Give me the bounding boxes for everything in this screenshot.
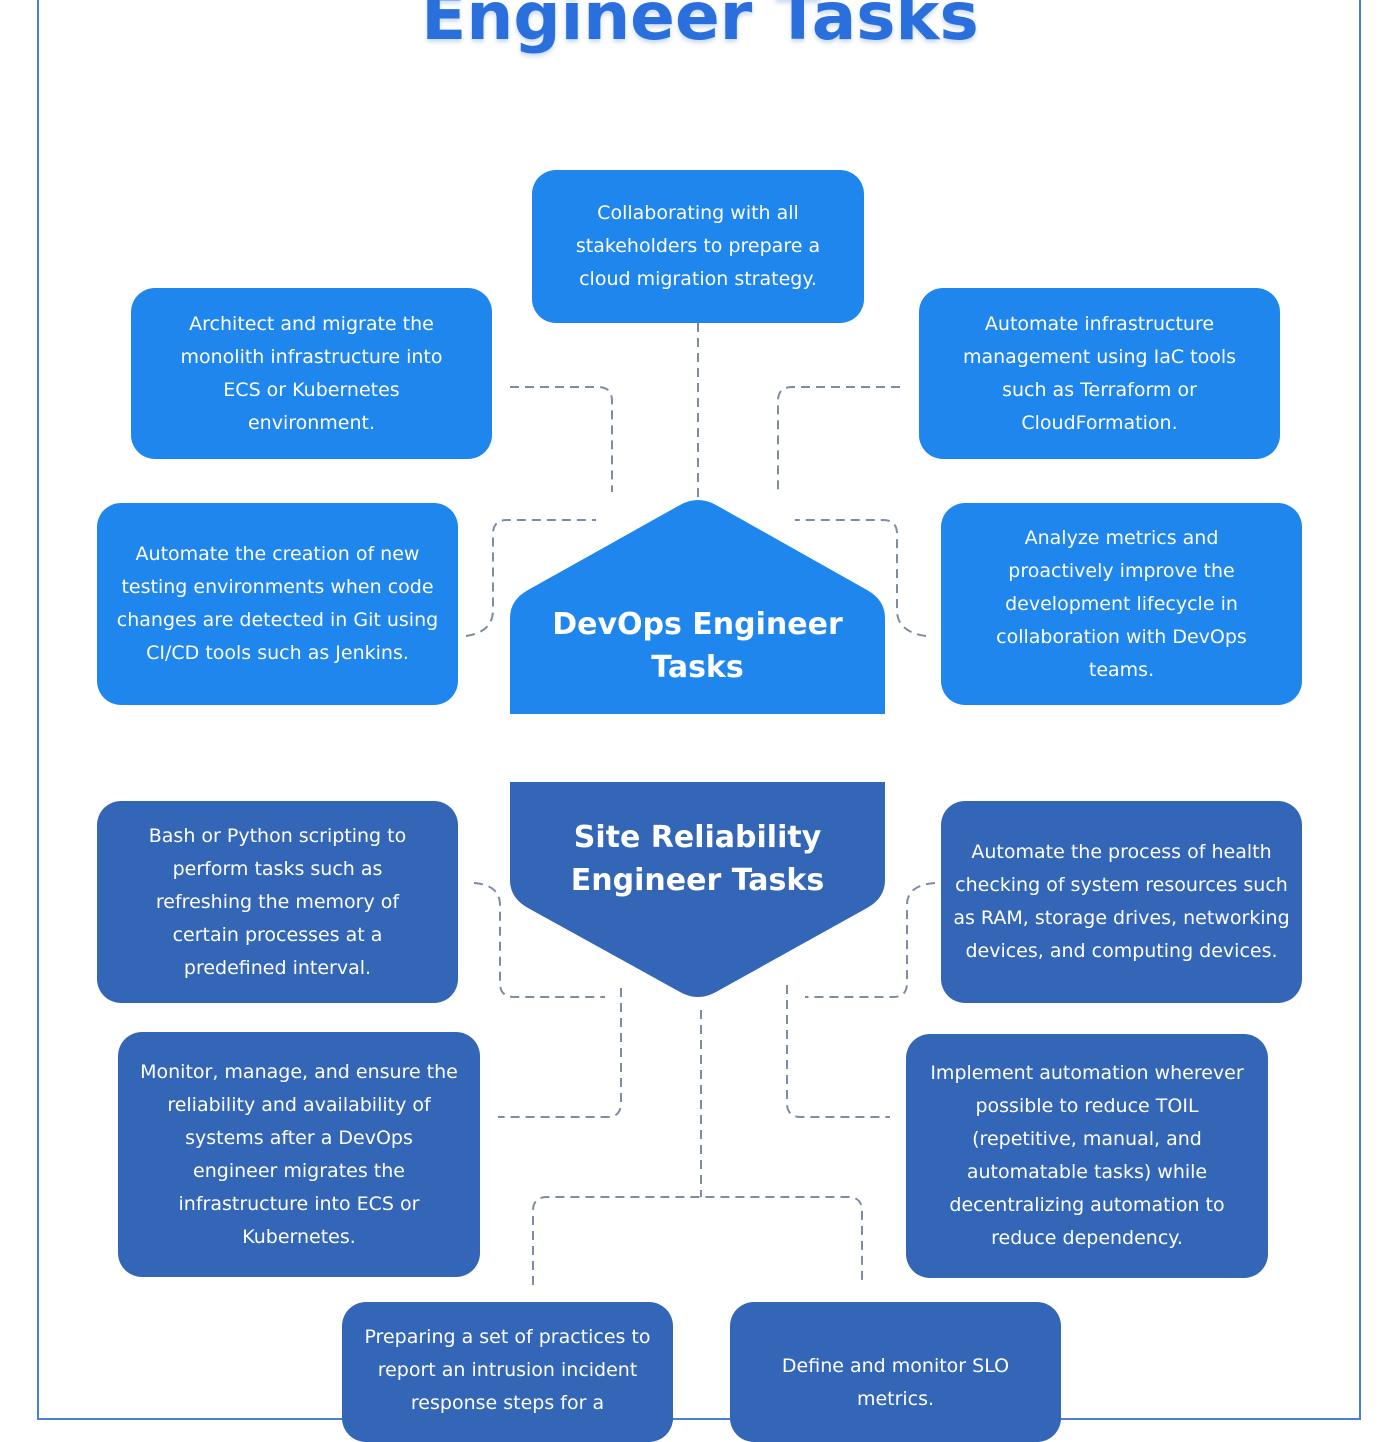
sre-task-monitor: Monitor, manage, and ensure the reliabil… [118,1032,480,1277]
connector-tr [777,386,900,492]
devops-hub-label: DevOps Engineer Tasks [552,607,843,685]
sre-task-intrusion: Preparing a set of practices to report a… [342,1302,673,1442]
sre-hub-label: Site Reliability Engineer Tasks [570,820,825,898]
connector-mr [795,519,927,637]
connector-bottom [532,1010,863,1285]
sre-task-slo: Define and monitor SLO metrics. [730,1302,1061,1442]
devops-hub-shape [510,500,885,714]
devops-task-testing-env: Automate the creation of new testing env… [97,503,458,705]
devops-task-iac: Automate infrastructure management using… [919,288,1280,459]
connector-r2 [786,985,890,1118]
sre-task-toil: Implement automation wherever possible t… [906,1034,1268,1278]
page-title: Engineer Tasks [421,0,979,55]
sre-hub-shape [510,782,885,997]
sre-task-scripting: Bash or Python scripting to perform task… [97,801,458,1003]
devops-task-architect-migrate: Architect and migrate the monolith infra… [131,288,492,459]
connector-r1 [805,882,936,998]
connector-l2 [498,988,622,1118]
devops-task-metrics: Analyze metrics and proactively improve … [941,503,1302,705]
connector-tl [510,386,613,492]
connectors [465,323,936,1285]
sre-task-health-check: Automate the process of health checking … [941,801,1302,1003]
devops-task-cloud-migration: Collaborating with all stakeholders to p… [532,170,864,323]
connector-ml [465,519,596,637]
